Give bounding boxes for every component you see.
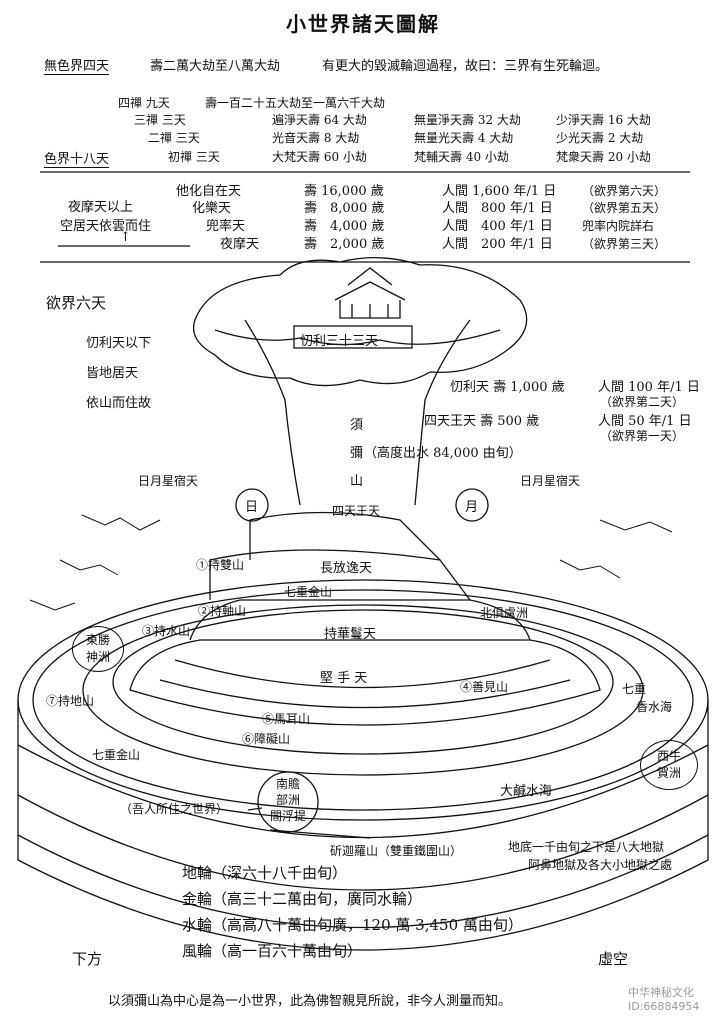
- heaven-6-human: 人間 1,600 年/1 日: [442, 184, 557, 199]
- form-realm-label: 色界十八天: [44, 148, 110, 168]
- heaven-5-human: 人間 800 年/1 日: [442, 201, 553, 216]
- dhyana-3-c3: 少淨天壽 16 大劫: [556, 113, 651, 127]
- fragrant-sea-line1: 七重: [622, 682, 647, 696]
- dhyana-1: 初禪 三天: [168, 150, 220, 164]
- west-continent: 西牛 賀洲: [640, 740, 698, 790]
- heaven-4-human: 人間 400 年/1 日: [442, 219, 553, 234]
- dhyana-1-c3: 梵衆天壽 20 小劫: [556, 150, 651, 164]
- heaven-6-life: 壽 16,000 歲: [304, 184, 384, 199]
- mountain-7: ⑦持地山: [46, 694, 95, 708]
- trayastrimsa-human: 人間 100 年/1 日: [598, 380, 700, 395]
- heaven-3-life: 壽 2,000 歲: [304, 237, 385, 252]
- watermark-line1: 中华神秘文化: [628, 986, 694, 999]
- page-title: 小世界諸天圖解: [286, 12, 440, 36]
- dhyana-1-c2: 梵輔天壽 40 小劫: [414, 150, 509, 164]
- sun-icon: 日: [245, 500, 259, 515]
- four-kings-mountain-label: 四天王天: [332, 504, 381, 518]
- tier-label-1: 長放逸天: [320, 561, 373, 576]
- mountain-1: ①持雙山: [196, 558, 245, 572]
- formless-realm-label: 無色界四天: [44, 55, 110, 75]
- heaven-5-note: （欲界第五天）: [582, 201, 667, 215]
- heaven-4-life: 壽 4,000 歲: [304, 219, 385, 234]
- desire-six-heading: 欲界六天: [46, 294, 107, 312]
- footer-caption: 以須彌山為中心是為一小世界，此為佛智親見所說，非今人測量而知。: [108, 994, 512, 1009]
- south-continent: 南贍 部洲 閻浮提: [268, 776, 308, 824]
- four-kings-life: 四天王天 壽 500 歲: [424, 414, 540, 429]
- water-wheel: 水輪（高高八十萬由旬廣，120 萬 3,450 萬由旬）: [182, 916, 523, 934]
- four-kings-note: （欲界第一天）: [600, 429, 685, 443]
- heaven-5-life: 壽 8,000 歲: [304, 201, 385, 216]
- sky-heavens-line1: 夜摩天以上: [68, 200, 134, 215]
- dhyana-2-c1: 光音天壽 8 大劫: [272, 131, 360, 145]
- hells-line1: 地底一千由旬之下是八大地獄: [508, 840, 665, 854]
- fragrant-sea-line2: 香水海: [636, 700, 673, 714]
- trayastrimsa-label: 忉利三十三天: [300, 334, 379, 349]
- luminaries-left: 日月星宿天: [138, 474, 199, 488]
- mountain-3: ③持水山: [142, 624, 191, 638]
- sky-heavens-line2: 空居天依雲而住: [60, 219, 152, 234]
- dhyana-3-c2: 無量淨天壽 32 大劫: [414, 113, 521, 127]
- formless-note: 有更大的毀滅輪迴過程，故曰：三界有生死輪迴。: [322, 59, 609, 74]
- south-continent-line3: 閻浮提: [269, 809, 306, 823]
- dhyana-3-c1: 遍淨天壽 64 大劫: [272, 113, 367, 127]
- watermark-line2: ID:66884954: [628, 1000, 700, 1013]
- trayastrimsa-life: 忉利天 壽 1,000 歲: [450, 380, 565, 395]
- dhyana-3: 三禪 三天: [134, 113, 186, 127]
- dhyana-2-c3: 少光天壽 2 大劫: [556, 131, 644, 145]
- dhyana-2: 二禪 三天: [148, 131, 200, 145]
- south-continent-line2: 部洲: [275, 793, 300, 807]
- heaven-3-human: 人間 200 年/1 日: [442, 237, 553, 252]
- tier-label-4: 堅 手 天: [320, 671, 368, 686]
- metal-wheel: 金輪（高三十二萬由旬，廣同水輪）: [182, 890, 423, 908]
- heaven-6-name: 他化自在天: [176, 184, 242, 199]
- sumeru-height: （高度出水 84,000 由旬）: [364, 446, 522, 461]
- sumeru-char1: 須: [350, 418, 364, 433]
- tier-label-3: 持華鬘天: [324, 627, 377, 642]
- dhyana-4-life: 壽一百二十五大劫至一萬六千大劫: [205, 96, 386, 110]
- dhyana-4: 四禪 九天: [118, 96, 170, 110]
- dhyana-1-c1: 大梵天壽 60 小劫: [272, 150, 367, 164]
- north-continent: 北俱盧洲: [480, 606, 529, 620]
- up-arrow-icon: ↑: [120, 230, 131, 245]
- east-continent-line1: 東勝: [85, 633, 110, 647]
- four-kings-human: 人間 50 年/1 日: [598, 414, 692, 429]
- below-label: 下方: [72, 950, 103, 968]
- west-continent-line1: 西牛: [656, 749, 681, 763]
- earth-heavens-line3: 依山而住故: [86, 396, 152, 411]
- earth-heavens-line2: 皆地居天: [86, 366, 139, 381]
- sumeru-char3: 山: [350, 474, 364, 489]
- trayastrimsa-note: （欲界第二天）: [600, 395, 685, 409]
- moon-icon: 月: [465, 500, 479, 515]
- east-continent-line2: 神洲: [85, 650, 110, 664]
- heaven-3-note: （欲界第三天）: [582, 237, 667, 251]
- east-continent: 東勝 神洲: [72, 626, 124, 672]
- heaven-6-note: （欲界第六天）: [582, 184, 667, 198]
- mountain-5: ⑤馬耳山: [262, 712, 311, 726]
- heaven-3-name: 夜摩天: [220, 237, 260, 252]
- salt-sea-label: 大鹹水海: [500, 784, 553, 799]
- sumeru-char2: 彌: [350, 446, 364, 461]
- earth-wheel: 地輪（深六十八千由旬）: [182, 864, 348, 882]
- our-world-label: （吾人所住之世界）: [120, 802, 229, 816]
- heaven-4-note: 兜率内院詳右: [582, 219, 655, 233]
- heaven-4-name: 兜率天: [206, 219, 246, 234]
- south-continent-line1: 南贍: [275, 777, 300, 791]
- tier-label-2: 七重金山: [284, 585, 333, 599]
- west-continent-line2: 賀洲: [656, 766, 681, 780]
- mountain-6: ⑥障礙山: [242, 732, 291, 746]
- void-label: 虛空: [598, 950, 629, 968]
- mountain-4: ④善見山: [460, 680, 509, 694]
- luminaries-right: 日月星宿天: [520, 474, 581, 488]
- earth-heavens-line1: 忉利天以下: [86, 336, 152, 351]
- mountain-2: ②持軸山: [198, 604, 247, 618]
- wind-wheel: 風輪（高一百六十萬由旬）: [182, 942, 363, 960]
- hells-line2: 阿鼻地獄及各大小地獄之處: [528, 858, 673, 872]
- heaven-5-name: 化樂天: [192, 201, 232, 216]
- formless-lifespan: 壽二萬大劫至八萬大劫: [150, 59, 281, 74]
- dhyana-2-c2: 無量光天壽 4 大劫: [414, 131, 514, 145]
- iron-ring-mountain: 斫迦羅山（雙重鐵圍山）: [330, 844, 463, 858]
- seven-golden-mountains-label: 七重金山: [92, 748, 141, 762]
